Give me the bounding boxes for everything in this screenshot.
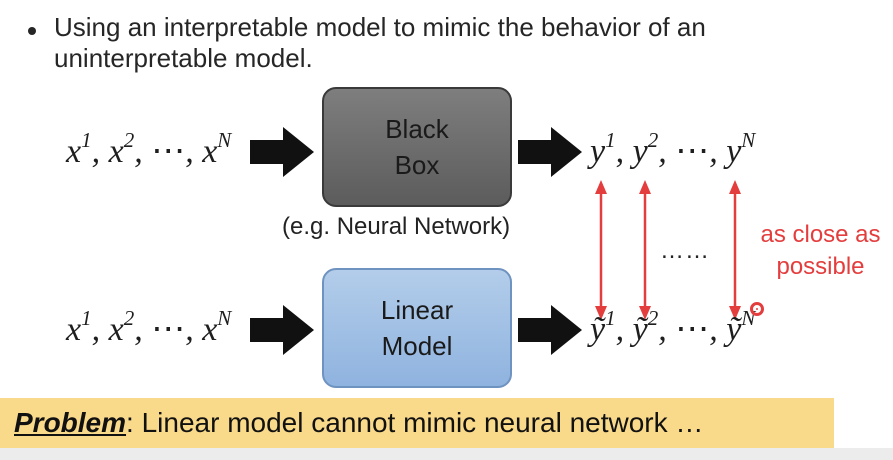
bottom-output-sequence: ỹ1, ỹ2, ⋯, ỹN bbox=[590, 306, 756, 348]
bottom-output-var-n: ỹN bbox=[726, 306, 756, 348]
top-input-var-1: x1 bbox=[66, 128, 92, 170]
arrow-bottom-right bbox=[518, 305, 582, 355]
arrow-bottom-left bbox=[250, 305, 314, 355]
bullet-text: Using an interpretable model to mimic th… bbox=[54, 12, 706, 73]
top-input-sequence: x1, x2, ⋯, xN bbox=[66, 128, 232, 170]
linear-model-box: Linear Model bbox=[322, 268, 512, 388]
ellipsis-dots: …… bbox=[660, 237, 710, 264]
bottom-output-var-2: ỹ2 bbox=[632, 306, 659, 348]
top-output-var-2: y2 bbox=[632, 128, 659, 170]
black-box-label-line2: Box bbox=[394, 150, 440, 180]
linear-box-label-line2: Model bbox=[381, 331, 453, 361]
black-box-caption: (e.g. Neural Network) bbox=[282, 213, 511, 240]
top-output-sequence: y1, y2, ⋯, yN bbox=[590, 128, 756, 170]
top-output-var-1: y1 bbox=[590, 128, 616, 170]
problem-label: Problem bbox=[14, 407, 127, 438]
problem-text: : Linear model cannot mimic neural netwo… bbox=[126, 407, 704, 438]
note-line-2: possible bbox=[776, 253, 865, 280]
top-input-var-n: xN bbox=[202, 128, 232, 170]
top-output-var-n: yN bbox=[726, 128, 756, 170]
bullet-point bbox=[28, 27, 36, 35]
bottom-output-var-1: ỹ1 bbox=[590, 306, 616, 348]
bottom-input-sequence: x1, x2, ⋯, xN bbox=[66, 306, 232, 348]
note-line-1: as close as bbox=[760, 221, 881, 248]
black-box-label-line1: Black bbox=[385, 114, 449, 144]
bottom-input-var-n: xN bbox=[202, 306, 232, 348]
problem-banner: Problem: Linear model cannot mimic neura… bbox=[0, 398, 834, 448]
bottom-input-var-2: x2 bbox=[108, 306, 135, 348]
bottom-strip bbox=[0, 448, 893, 460]
bottom-input-var-1: x1 bbox=[66, 306, 92, 348]
pointer-cursor-icon bbox=[750, 302, 764, 316]
arrow-top-right bbox=[518, 127, 582, 177]
linear-box-label-line1: Linear bbox=[380, 295, 454, 325]
black-box: Black Box bbox=[322, 87, 512, 207]
top-input-var-2: x2 bbox=[108, 128, 135, 170]
as-close-as-possible-note: as close as possible bbox=[748, 219, 893, 283]
arrow-top-left bbox=[250, 127, 314, 177]
